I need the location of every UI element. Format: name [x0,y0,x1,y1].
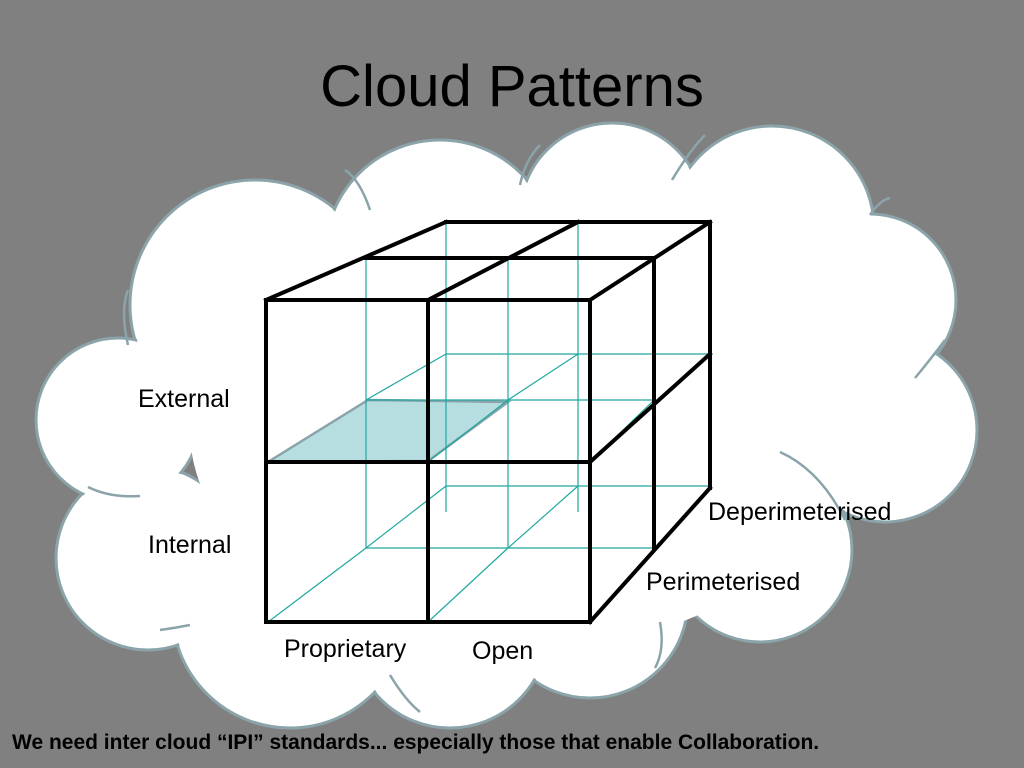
label-deperimeterised: Deperimeterised [708,498,892,526]
label-proprietary: Proprietary [284,635,407,663]
footer-note: We need inter cloud “IPI” standards... e… [12,731,820,754]
label-perimeterised: Perimeterised [646,568,801,596]
cube-2x2x2 [263,219,713,625]
cube-edges [263,219,713,625]
cloud-shape [34,121,979,730]
slide-title: Cloud Patterns [320,54,704,119]
label-open: Open [472,637,534,665]
label-internal: Internal [148,531,232,559]
label-external: External [138,385,230,413]
